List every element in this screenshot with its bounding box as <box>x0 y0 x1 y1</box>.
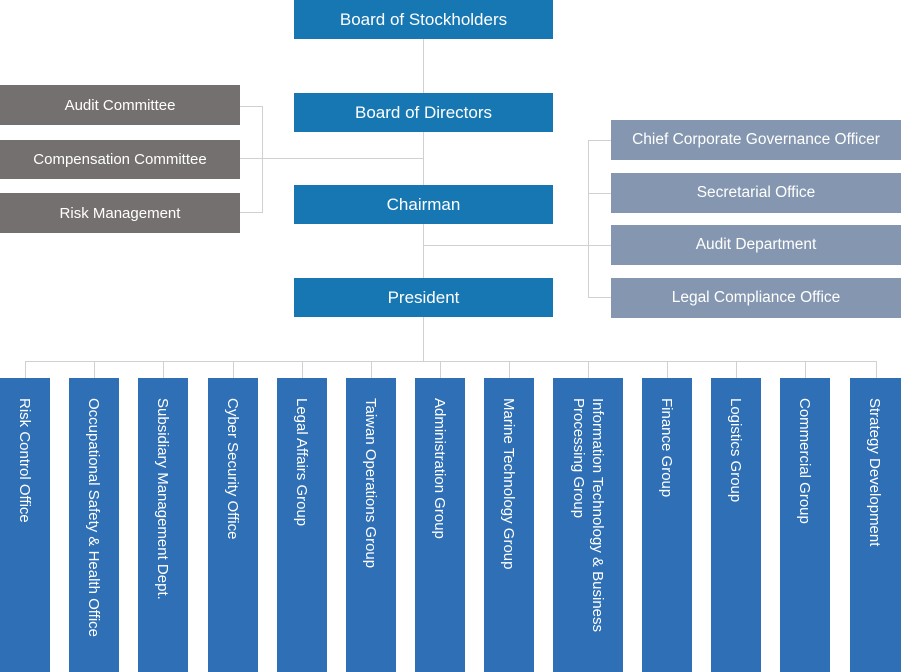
audit-committee-box: Audit Committee <box>0 85 240 125</box>
connector-office-horizontal <box>424 245 611 246</box>
department-subsidiary-management: Subsidiary Management Dept. <box>138 378 188 672</box>
connector-committee-bottom-stub <box>240 212 263 213</box>
department-label: Cyber Security Office <box>224 398 241 540</box>
department-drop-line <box>805 361 806 378</box>
department-drop-line <box>667 361 668 378</box>
connector-office-bracket <box>588 140 589 297</box>
department-marine-technology-group: Marine Technology Group <box>484 378 534 672</box>
chief-governance-officer-box: Chief Corporate Governance Officer <box>611 120 901 160</box>
department-drop-line <box>94 361 95 378</box>
department-label: Legal Affairs Group <box>293 398 310 527</box>
department-drop-line <box>163 361 164 378</box>
department-legal-affairs-group: Legal Affairs Group <box>277 378 327 672</box>
department-label: Strategy Development <box>866 398 883 547</box>
audit-department-box: Audit Department <box>611 225 901 265</box>
department-occupational-safety-health-office: Occupational Safety & Health Office <box>69 378 119 672</box>
department-drop-line <box>440 361 441 378</box>
connector-committee-bracket <box>262 106 263 213</box>
department-administration-group: Administration Group <box>415 378 465 672</box>
connector-office-stub-1 <box>588 140 611 141</box>
department-taiwan-operations-group: Taiwan Operations Group <box>346 378 396 672</box>
connector-department-bus <box>25 361 876 362</box>
department-drop-line <box>876 361 877 378</box>
legal-compliance-office-box: Legal Compliance Office <box>611 278 901 318</box>
board-of-stockholders-box: Board of Stockholders <box>294 0 553 39</box>
connector-committee-horizontal <box>240 158 424 159</box>
department-drop-line <box>736 361 737 378</box>
connector-office-stub-2 <box>588 193 611 194</box>
department-drop-line <box>371 361 372 378</box>
secretarial-office-box: Secretarial Office <box>611 173 901 213</box>
department-drop-line <box>509 361 510 378</box>
department-label: Commercial Group <box>796 398 813 524</box>
department-commercial-group: Commercial Group <box>780 378 830 672</box>
department-label: Administration Group <box>431 398 448 539</box>
department-label: Logistics Group <box>727 398 744 503</box>
connector-office-stub-3 <box>588 297 611 298</box>
connector-committee-top-stub <box>240 106 263 107</box>
department-label: Taiwan Operations Group <box>362 398 379 569</box>
department-it-business-processing-group: Information Technology & Business Proces… <box>553 378 623 672</box>
board-of-directors-box: Board of Directors <box>294 93 553 132</box>
department-drop-line <box>588 361 589 378</box>
department-cyber-security-office: Cyber Security Office <box>208 378 258 672</box>
department-logistics-group: Logistics Group <box>711 378 761 672</box>
department-risk-control-office: Risk Control Office <box>0 378 50 672</box>
department-label: Finance Group <box>658 398 675 498</box>
department-finance-group: Finance Group <box>642 378 692 672</box>
department-drop-line <box>233 361 234 378</box>
department-label: Subsidiary Management Dept. <box>154 398 171 600</box>
department-drop-line <box>25 361 26 378</box>
chairman-box: Chairman <box>294 185 553 224</box>
president-box: President <box>294 278 553 317</box>
department-drop-line <box>302 361 303 378</box>
compensation-committee-box: Compensation Committee <box>0 140 240 179</box>
department-strategy-development: Strategy Development <box>850 378 901 672</box>
department-label: Information Technology & Business Proces… <box>570 398 606 633</box>
department-label: Occupational Safety & Health Office <box>85 398 102 638</box>
department-label: Marine Technology Group <box>500 398 517 570</box>
department-label: Risk Control Office <box>16 398 33 523</box>
risk-management-box: Risk Management <box>0 193 240 233</box>
